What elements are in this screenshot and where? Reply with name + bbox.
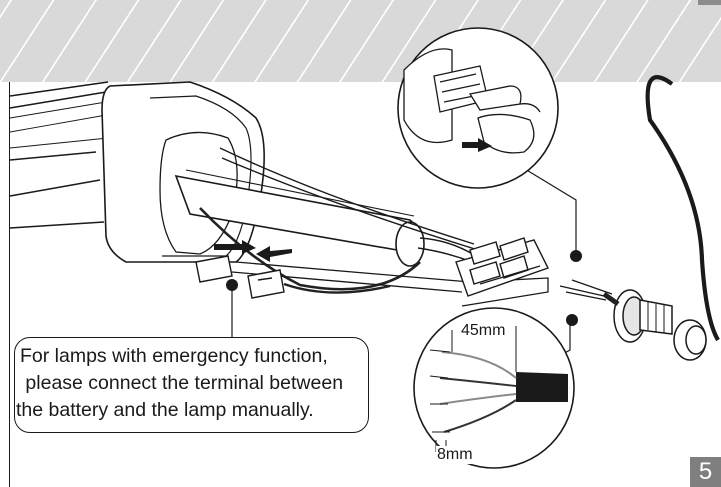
internal-wires	[199, 147, 479, 291]
cable-gland	[602, 289, 707, 361]
detail-circle-terminal-removal	[397, 27, 559, 189]
instruction-line-1: For lamps with emergency function,	[20, 345, 328, 367]
instruction-callout: For lamps with emergency function, pleas…	[14, 337, 369, 433]
instruction-line-2: please connect the terminal between	[20, 372, 344, 394]
header-tab	[698, 0, 721, 5]
arrow-left-icon	[256, 246, 292, 262]
arrow-right-icon	[214, 240, 256, 254]
header-banner	[0, 0, 721, 82]
leader-dots	[226, 250, 582, 326]
battery-pack	[174, 169, 425, 267]
page-number-badge: 5	[690, 457, 721, 487]
end-cap	[101, 81, 265, 263]
terminal-block	[455, 237, 549, 297]
wire-strip-length-label: 8mm	[436, 446, 474, 464]
detail-circle-wire-strip	[413, 307, 575, 469]
arrow-right-icon	[462, 138, 492, 152]
lamp-housing	[9, 81, 119, 229]
supply-cable	[559, 75, 720, 342]
strip-length-label: 45mm	[460, 322, 507, 340]
instruction-line-3: the battery and the lamp manually.	[16, 399, 314, 421]
emergency-connector	[195, 255, 391, 299]
left-margin-rule	[9, 82, 11, 487]
